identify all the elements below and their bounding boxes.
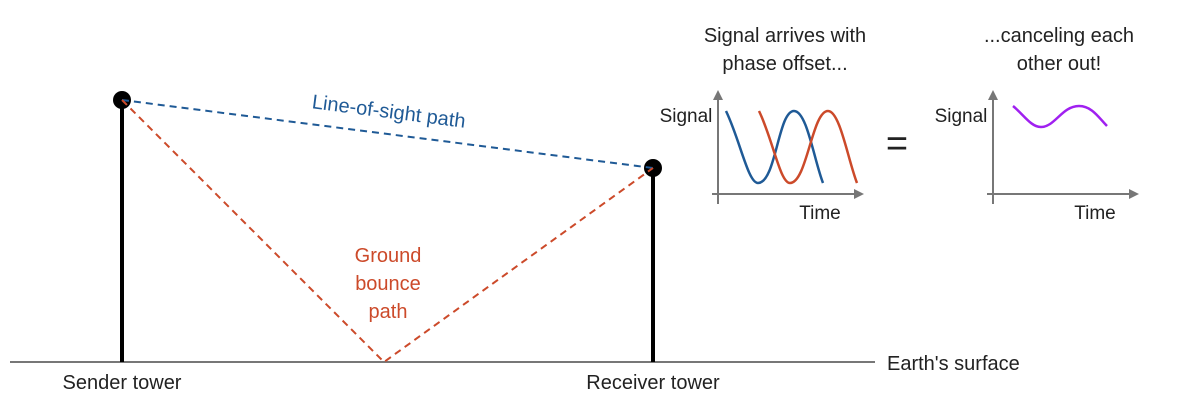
ground-path-label-line2: bounce bbox=[355, 273, 421, 295]
los-path-label: Line-of-sight path bbox=[311, 91, 467, 132]
line-of-sight-path bbox=[121, 99, 654, 169]
right-signal-graph: Signal Time bbox=[935, 90, 1139, 224]
combined-wave bbox=[1012, 104, 1108, 129]
ground-bounce-wave bbox=[757, 109, 859, 185]
equals-sign: = bbox=[886, 123, 908, 165]
ground-bounce-path bbox=[121, 99, 654, 364]
right-graph-xlabel: Time bbox=[1074, 203, 1116, 224]
receiver-tower-label: Receiver tower bbox=[586, 372, 720, 394]
caption-right-line1: ...canceling each bbox=[984, 25, 1134, 47]
sender-tower-label: Sender tower bbox=[63, 372, 182, 394]
ground-path-label-line1: Ground bbox=[355, 245, 422, 267]
left-signal-graph: Signal Time bbox=[660, 90, 864, 224]
left-graph-ylabel: Signal bbox=[660, 106, 713, 127]
left-graph-xlabel: Time bbox=[799, 203, 841, 224]
caption-right-line2: other out! bbox=[1017, 53, 1102, 75]
line-of-sight-wave bbox=[724, 109, 825, 185]
ground-path-label-line3: path bbox=[369, 301, 408, 323]
caption-left-line2: phase offset... bbox=[722, 53, 847, 75]
caption-left-line1: Signal arrives with bbox=[704, 25, 866, 47]
earth-surface-label: Earth's surface bbox=[887, 353, 1020, 375]
right-graph-ylabel: Signal bbox=[935, 106, 988, 127]
